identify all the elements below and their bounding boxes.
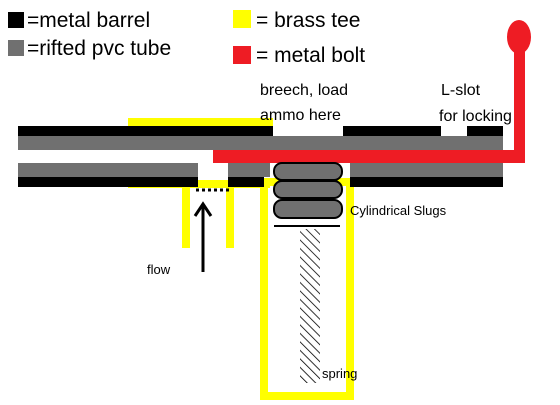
slug — [273, 180, 343, 199]
barrel-bottom-wall-right — [228, 177, 264, 187]
slug — [273, 162, 343, 181]
bolt-shaft — [213, 150, 525, 163]
tee-bottom-flange — [128, 180, 270, 188]
barrel-top-wall-right — [467, 126, 503, 136]
slug — [273, 199, 343, 219]
barrel-top-wall-mid — [343, 126, 441, 136]
tee-top-flange — [128, 118, 273, 126]
legend-bolt-label: = metal bolt — [256, 44, 365, 67]
lslot-label-line1: L-slot — [441, 82, 481, 99]
pvc-bottom-wall-left — [18, 163, 198, 177]
legend-swatch-barrel — [8, 12, 24, 28]
legend-swatch-tee — [233, 10, 251, 28]
tee-inlet-right — [226, 188, 234, 248]
metal-barrel — [18, 126, 503, 187]
metal-bolt — [213, 20, 531, 163]
lslot-label-line2: for locking — [439, 108, 512, 125]
flow-label: flow — [147, 262, 171, 277]
barrel-bottom-wall-end — [350, 177, 503, 187]
legend-swatch-bolt — [233, 46, 251, 64]
spring-label: spring — [322, 366, 357, 381]
pvc-bottom-wall-mid — [228, 163, 270, 177]
barrel-top-wall-left — [18, 126, 273, 136]
spring — [300, 229, 320, 383]
pvc-bottom-wall-right — [350, 163, 503, 177]
breech-label-line1: breech, load — [260, 82, 348, 99]
pvc-tube — [18, 136, 503, 177]
bolt-handle — [514, 42, 525, 163]
pvc-top-wall — [18, 136, 503, 150]
legend-barrel-label: =metal barrel — [27, 9, 150, 32]
cylindrical-slugs — [273, 162, 343, 219]
bolt-knob — [507, 20, 531, 54]
legend-pvc-label: =rifted pvc tube — [27, 37, 171, 60]
slugs-label: Cylindrical Slugs — [350, 203, 447, 218]
legend-swatch-pvc — [8, 40, 24, 56]
breech-label-line2: ammo here — [260, 107, 341, 124]
flow-arrow-head — [193, 201, 213, 217]
legend-tee-label: = brass tee — [256, 9, 360, 32]
barrel-bottom-wall-left — [18, 177, 198, 187]
tee-inlet-left — [182, 188, 190, 248]
